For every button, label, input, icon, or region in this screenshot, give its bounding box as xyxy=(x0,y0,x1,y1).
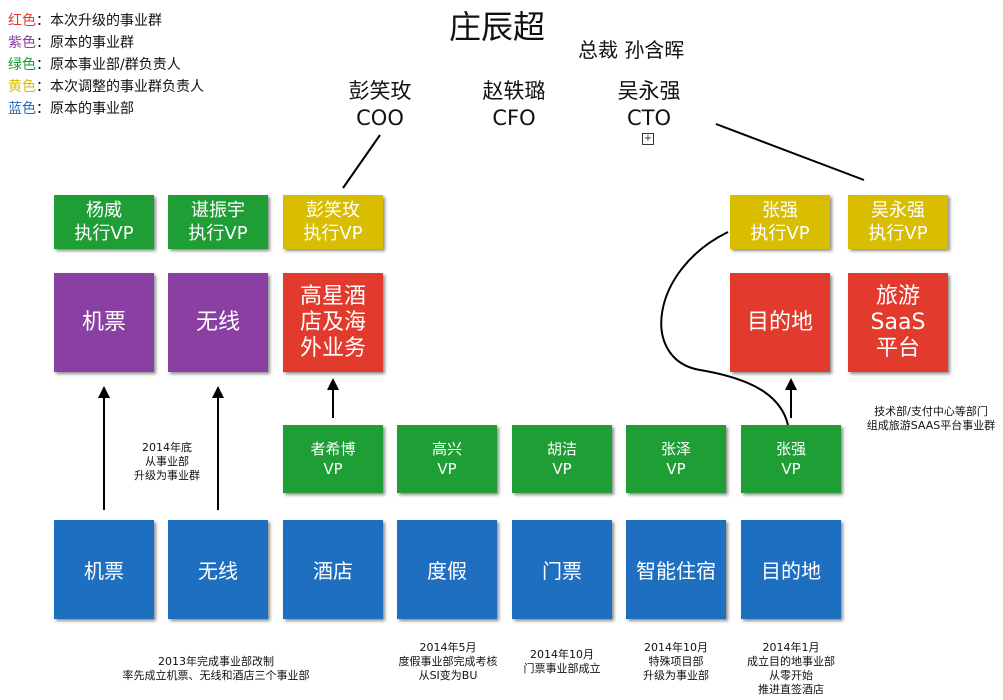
zhangqiang-curve xyxy=(660,231,789,426)
vp-card-zhangqiang-bu[interactable]: 张强 VP xyxy=(741,425,841,493)
note-smart-lodging: 2014年10月 特殊项目部 升级为事业部 xyxy=(643,641,709,682)
vp-card-zhexibo[interactable]: 者希博 VP xyxy=(283,425,383,493)
exec-name: 彭笑玫 xyxy=(348,79,412,103)
legend-text: 原本的事业群 xyxy=(50,35,134,51)
dept-card-ticket[interactable]: 机票 xyxy=(54,520,154,619)
legend-sep: ： xyxy=(36,13,50,29)
vp-card-hujie[interactable]: 胡洁 VP xyxy=(512,425,612,493)
legend-key: 绿色 xyxy=(8,57,36,73)
legend-row-green: 绿色：原本事业部/群负责人 xyxy=(8,54,204,76)
legend-text: 本次升级的事业群 xyxy=(50,13,162,29)
exec-name: 赵轶璐 xyxy=(482,79,546,103)
vp-card-yangwei[interactable]: 杨威 执行VP xyxy=(54,195,154,249)
vp-card-wuyongqiang[interactable]: 吴永强 执行VP xyxy=(848,195,948,249)
cto-link-line xyxy=(715,123,865,181)
expand-icon[interactable]: + xyxy=(642,133,654,145)
group-card-destination[interactable]: 目的地 xyxy=(730,273,830,372)
exec-cto: 吴永强 CTO xyxy=(594,78,704,132)
vp-card-zhangqiang[interactable]: 张强 执行VP xyxy=(730,195,830,249)
vp-card-zhangze[interactable]: 张泽 VP xyxy=(626,425,726,493)
note-reform-2013: 2013年完成事业部改制 率先成立机票、无线和酒店三个事业部 xyxy=(122,655,310,682)
legend-key: 黄色 xyxy=(8,79,36,95)
dept-card-destination[interactable]: 目的地 xyxy=(741,520,841,619)
legend-key: 紫色 xyxy=(8,35,36,51)
legend-sep: ： xyxy=(36,101,50,117)
legend-key: 蓝色 xyxy=(8,101,36,117)
dept-card-tickets[interactable]: 门票 xyxy=(512,520,612,619)
legend-row-blue: 蓝色：原本的事业部 xyxy=(8,98,204,120)
legend-text: 本次调整的事业群负责人 xyxy=(50,79,204,95)
vp-card-gaoxing[interactable]: 高兴 VP xyxy=(397,425,497,493)
exec-title: CFO xyxy=(492,106,536,130)
legend-row-yellow: 黄色：本次调整的事业群负责人 xyxy=(8,76,204,98)
note-upgrade: 2014年底 从事业部 升级为事业群 xyxy=(134,441,200,482)
note-destination: 2014年1月 成立目的地事业部 从零开始 推进直签酒店 xyxy=(747,641,835,696)
legend-row-purple: 紫色：原本的事业群 xyxy=(8,32,204,54)
dept-card-wireless[interactable]: 无线 xyxy=(168,520,268,619)
legend-sep: ： xyxy=(36,35,50,51)
note-saas: 技术部/支付中心等部门 组成旅游SAAS平台事业群 xyxy=(866,405,996,432)
legend-key: 红色 xyxy=(8,13,36,29)
legend-sep: ： xyxy=(36,79,50,95)
vp-card-chenzhenyu[interactable]: 谌振宇 执行VP xyxy=(168,195,268,249)
exec-title: COO xyxy=(356,106,404,130)
dept-card-hotel[interactable]: 酒店 xyxy=(283,520,383,619)
dept-card-vacation[interactable]: 度假 xyxy=(397,520,497,619)
legend-text: 原本的事业部 xyxy=(50,101,134,117)
group-card-wireless[interactable]: 无线 xyxy=(168,273,268,372)
group-card-ticket[interactable]: 机票 xyxy=(54,273,154,372)
exec-cfo: 赵轶璐 CFO xyxy=(459,78,569,132)
legend-row-red: 红色：本次升级的事业群 xyxy=(8,10,204,32)
note-vacation: 2014年5月 度假事业部完成考核 从SI变为BU xyxy=(398,641,498,682)
exec-title: CTO xyxy=(626,106,672,130)
group-card-saas[interactable]: 旅游 SaaS 平台 xyxy=(848,273,948,372)
exec-coo: 彭笑玫 COO xyxy=(325,78,435,132)
legend-text: 原本事业部/群负责人 xyxy=(50,57,181,73)
president-name: 总裁 孙含晖 xyxy=(578,38,685,62)
legend-sep: ： xyxy=(36,57,50,73)
note-tickets: 2014年10月 门票事业部成立 xyxy=(523,648,601,675)
vp-card-pengxiaomei[interactable]: 彭笑玫 执行VP xyxy=(283,195,383,249)
legend: 红色：本次升级的事业群 紫色：原本的事业群 绿色：原本事业部/群负责人 黄色：本… xyxy=(8,10,204,120)
ceo-name: 庄辰超 xyxy=(449,8,546,46)
coo-link-line xyxy=(342,134,381,189)
dept-card-smart-lodging[interactable]: 智能住宿 xyxy=(626,520,726,619)
exec-name: 吴永强 xyxy=(617,79,681,103)
group-card-hotel[interactable]: 高星酒 店及海 外业务 xyxy=(283,273,383,372)
